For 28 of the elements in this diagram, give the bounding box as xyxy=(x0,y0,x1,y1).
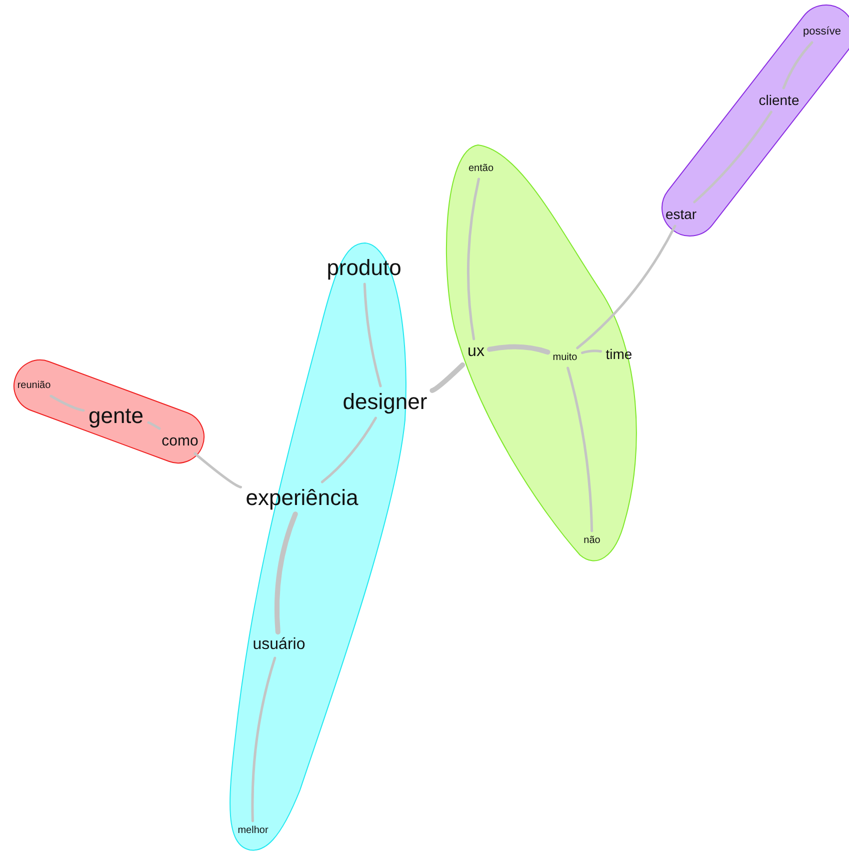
co-occurrence-line xyxy=(194,452,242,488)
word-label: reunião xyxy=(17,381,51,391)
co-occurrence-line xyxy=(580,350,602,354)
co-occurrence-line xyxy=(466,178,480,340)
word-label: gente xyxy=(88,405,144,427)
word-label: ux xyxy=(468,344,484,360)
co-occurrence-line xyxy=(320,416,377,484)
word-label: usuário xyxy=(252,637,306,653)
co-occurrence-line xyxy=(566,366,594,532)
word-label: possíve xyxy=(803,26,841,38)
co-occurrence-line xyxy=(363,282,382,388)
co-occurrence-line xyxy=(486,344,550,355)
co-occurrence-line xyxy=(274,512,298,634)
co-occurrence-line xyxy=(147,421,161,430)
word-label: muito xyxy=(552,353,578,363)
word-label: melhor xyxy=(238,826,268,836)
word-label: então xyxy=(468,164,494,174)
co-occurrence-line xyxy=(576,224,676,350)
co-occurrence-line xyxy=(693,110,772,204)
co-occurrence-line xyxy=(50,394,85,412)
co-occurrence-line xyxy=(782,41,814,90)
co-occurrence-line xyxy=(430,362,466,393)
word-label: como xyxy=(162,434,198,448)
word-label: não xyxy=(584,536,600,546)
word-label: cliente xyxy=(758,93,800,107)
word-label: time xyxy=(606,347,632,361)
co-occurrence-line xyxy=(251,656,276,822)
word-label: estar xyxy=(665,207,697,221)
